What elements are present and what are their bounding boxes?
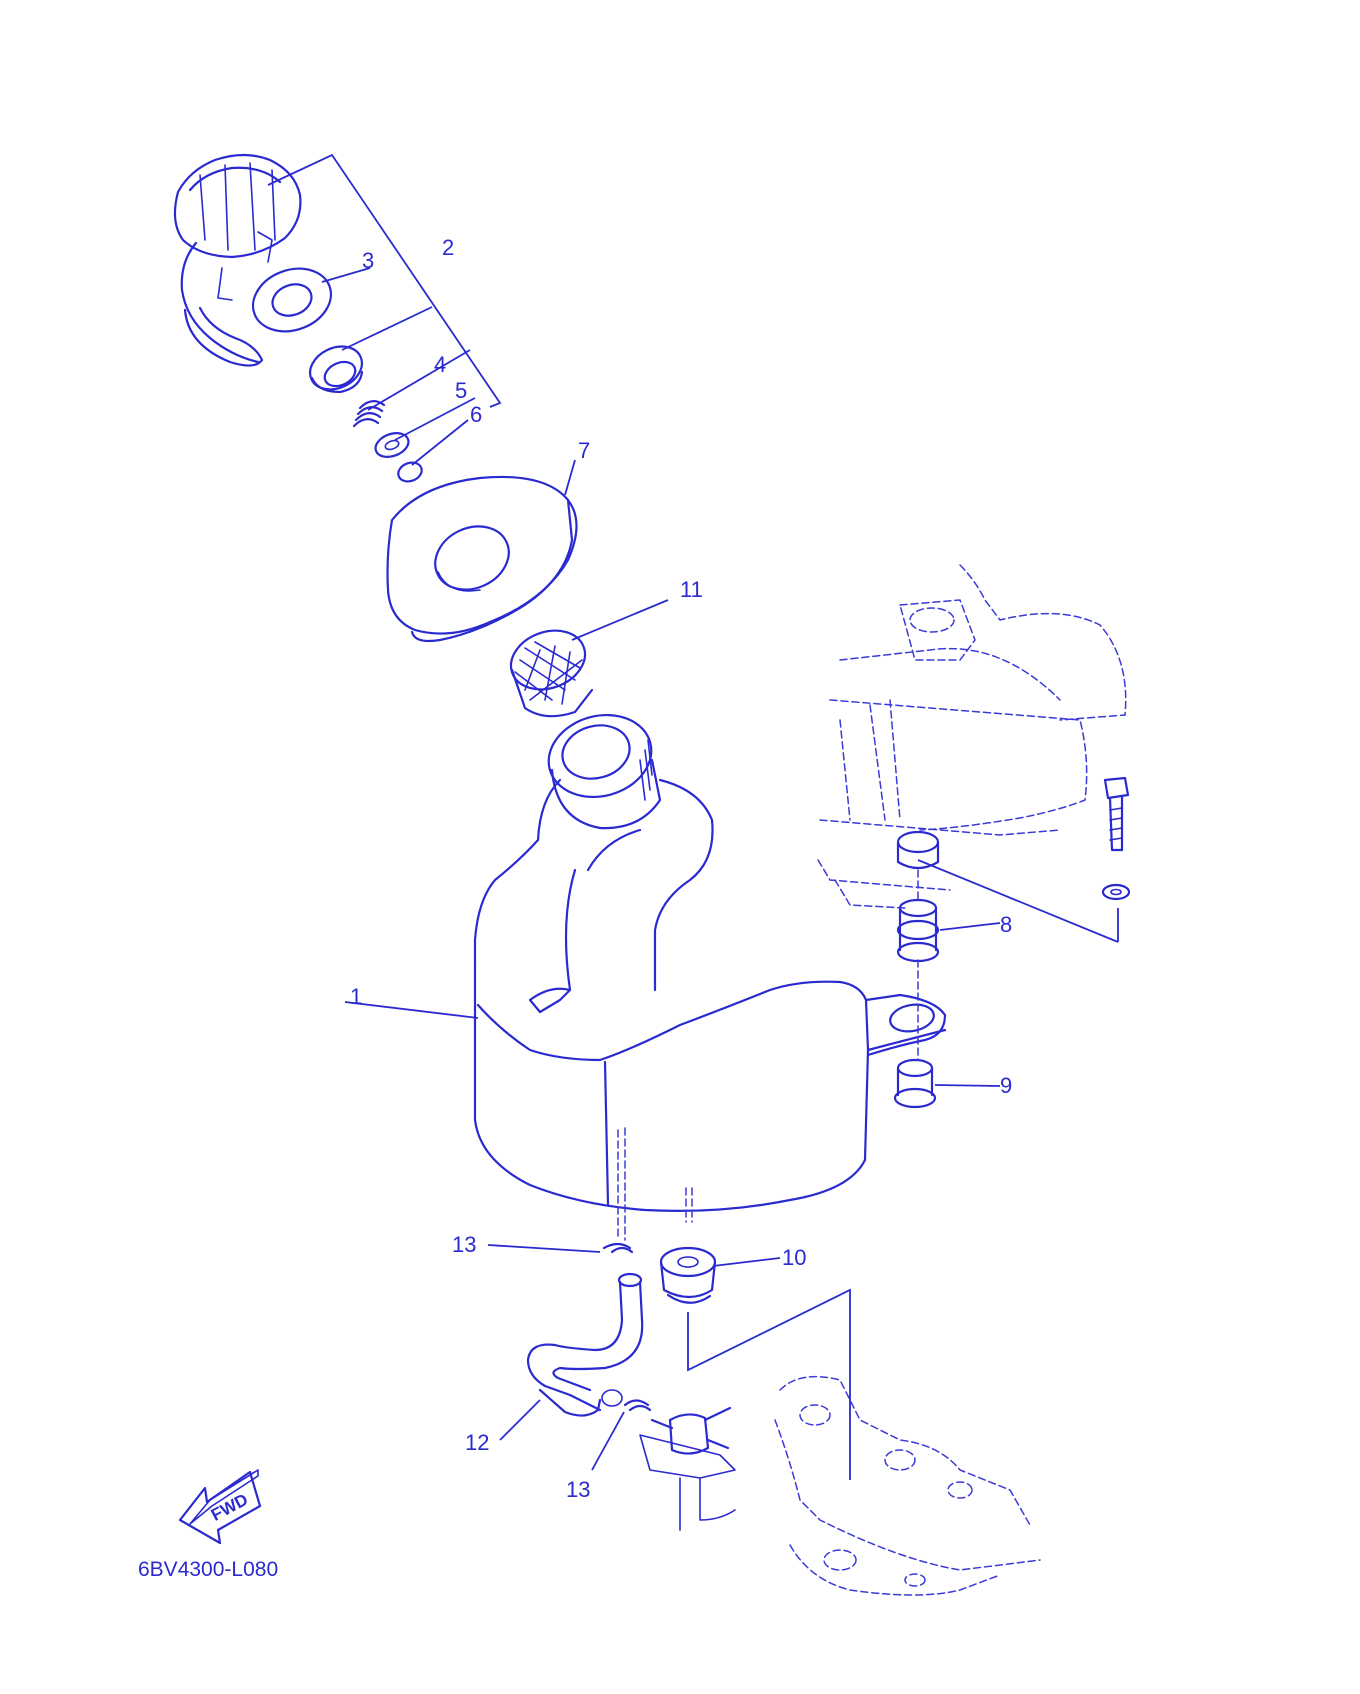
clip-13-upper <box>602 1242 634 1254</box>
callout-12: 12 <box>465 1430 489 1455</box>
callout-8: 8 <box>1000 912 1012 937</box>
callout-7: 7 <box>578 438 590 463</box>
gasket-3 <box>251 267 333 333</box>
grommet-10 <box>659 1246 717 1304</box>
filter-screen-11 <box>509 629 594 718</box>
callout-4: 4 <box>434 352 446 377</box>
grommet-8 <box>896 898 940 963</box>
cup-4 <box>309 345 364 394</box>
filler-cap <box>173 153 302 367</box>
clip-13-lower <box>623 1399 652 1412</box>
callout-2: 2 <box>442 235 454 260</box>
bracket-lower <box>774 1375 1041 1596</box>
callout-13-lower: 13 <box>566 1477 590 1502</box>
hose-12 <box>526 1272 644 1417</box>
oil-tank-1 <box>473 713 947 1241</box>
leader-lines <box>267 153 1119 1480</box>
clip-6b <box>397 461 423 483</box>
fwd-arrow: FWD <box>178 1469 262 1545</box>
callout-1: 1 <box>350 984 362 1009</box>
callout-numbers: 1 2 3 4 5 6 7 8 9 10 11 12 13 13 <box>350 235 1012 1502</box>
callout-10: 10 <box>782 1245 806 1270</box>
callout-11: 11 <box>680 577 703 602</box>
engine-block-upper <box>817 564 1127 909</box>
fuel-valve <box>639 1406 736 1531</box>
collar-9 <box>893 1058 937 1109</box>
spring-5 <box>352 400 386 428</box>
bolt <box>1101 776 1131 901</box>
callout-13-upper: 13 <box>452 1232 476 1257</box>
callout-9: 9 <box>1000 1073 1012 1098</box>
callout-3: 3 <box>362 248 374 273</box>
drawing-code: 6BV4300-L080 <box>138 1558 278 1581</box>
cover-7 <box>386 475 578 643</box>
washer-6 <box>374 432 410 458</box>
callout-5: 5 <box>455 378 467 403</box>
callout-6: 6 <box>470 402 482 427</box>
